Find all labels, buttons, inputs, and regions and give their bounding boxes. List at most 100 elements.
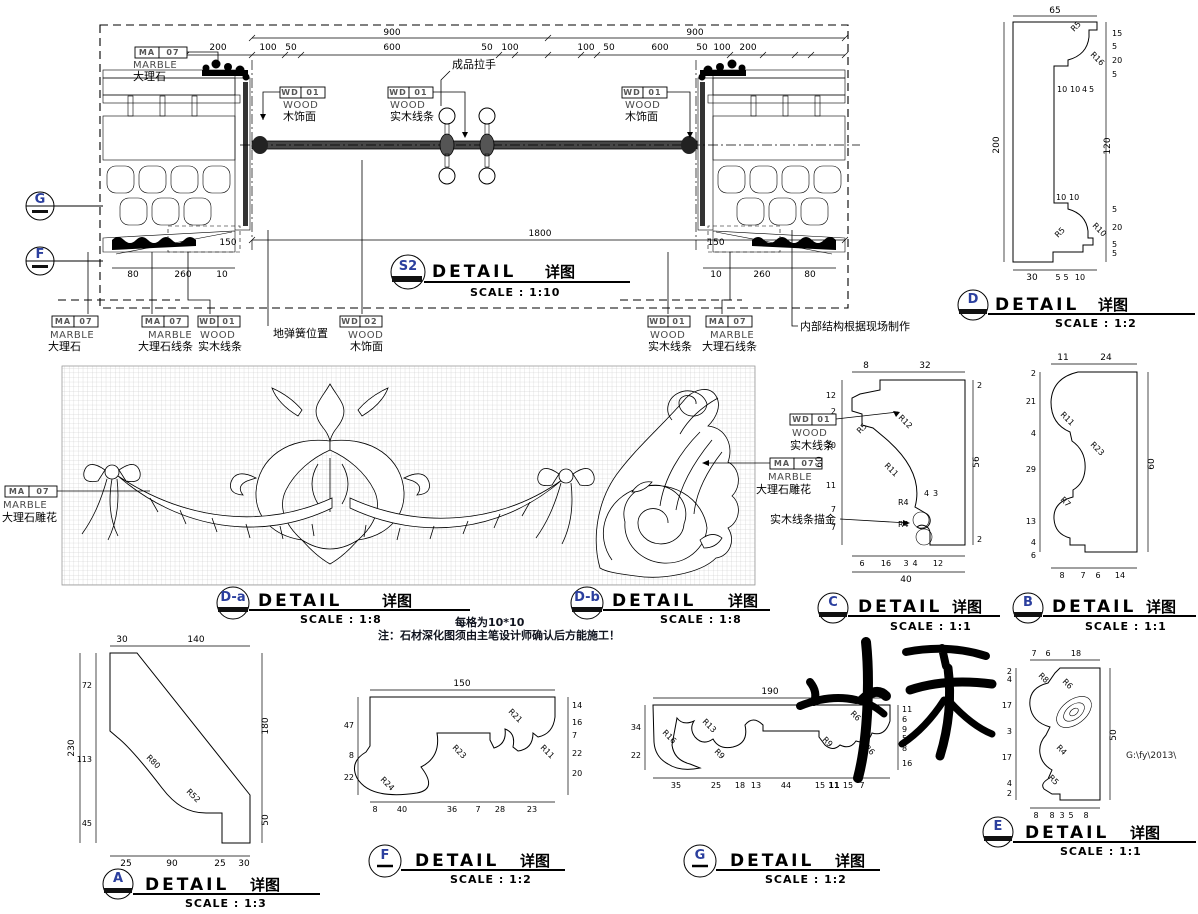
- svg-text:10: 10: [1070, 85, 1080, 94]
- svg-text:07: 07: [169, 317, 182, 326]
- svg-text:详图: 详图: [835, 852, 865, 870]
- svg-text:50: 50: [603, 43, 615, 53]
- svg-text:3: 3: [1007, 727, 1012, 736]
- svg-text:SCALE : 1:8: SCALE : 1:8: [660, 613, 742, 626]
- svg-text:详图: 详图: [382, 592, 412, 610]
- svg-text:07: 07: [79, 317, 92, 326]
- svg-text:10: 10: [1056, 193, 1066, 202]
- svg-text:9: 9: [902, 725, 907, 734]
- detail-g-title: G DETAIL 详图 SCALE : 1:2: [683, 844, 880, 886]
- svg-text:07: 07: [166, 48, 179, 57]
- dim: 900: [383, 28, 400, 38]
- detail-g-drawing: 190 34 22 11 6 9 5 8 16 35 25 18 13 44 1…: [631, 687, 912, 886]
- detail-c-title: C DETAIL 详图 SCALE : 1:1: [817, 592, 1000, 633]
- svg-text:MA: MA: [139, 48, 155, 57]
- svg-text:SCALE : 1:1: SCALE : 1:1: [1060, 845, 1142, 858]
- svg-text:DETAIL: DETAIL: [258, 591, 342, 611]
- svg-text:20: 20: [572, 769, 582, 778]
- svg-text:R24: R24: [379, 775, 397, 793]
- svg-text:R10: R10: [1091, 221, 1109, 239]
- svg-text:150: 150: [453, 679, 470, 689]
- svg-text:5: 5: [1068, 811, 1073, 820]
- detail-g-profile: [652, 704, 891, 770]
- construction-note: 注：石材深化图须由主笔设计师确认后方能施工！: [378, 628, 620, 642]
- svg-text:2: 2: [1007, 789, 1012, 798]
- svg-text:11: 11: [828, 781, 840, 790]
- svg-text:5: 5: [1112, 249, 1117, 258]
- svg-text:2: 2: [977, 535, 982, 544]
- panel-modules: [106, 165, 231, 226]
- tag-wood-panel-left: WD 01 WOOD 木饰面: [260, 86, 326, 123]
- svg-text:2: 2: [1007, 667, 1012, 676]
- svg-text:180: 180: [261, 717, 271, 734]
- tag-bottom-wood-trim2: WD 01 WOOD 实木线条: [647, 315, 692, 353]
- svg-text:R23: R23: [451, 743, 469, 761]
- svg-text:MARBLE: MARBLE: [768, 472, 812, 483]
- detail-e-burl: [1056, 696, 1092, 728]
- svg-text:6: 6: [1031, 551, 1036, 560]
- svg-text:实木线条: 实木线条: [390, 109, 434, 123]
- svg-text:MARBLE: MARBLE: [710, 330, 754, 341]
- svg-text:200: 200: [992, 136, 1002, 153]
- svg-text:8: 8: [902, 744, 907, 753]
- svg-text:50: 50: [261, 814, 271, 826]
- svg-text:21: 21: [1026, 397, 1036, 406]
- svg-text:11: 11: [1057, 353, 1068, 363]
- svg-text:01: 01: [306, 88, 319, 97]
- svg-text:8: 8: [863, 361, 869, 371]
- svg-text:50: 50: [1109, 729, 1119, 741]
- svg-text:SCALE : 1:2: SCALE : 1:2: [1055, 317, 1137, 330]
- svg-text:40: 40: [900, 575, 912, 585]
- svg-text:18: 18: [1071, 649, 1081, 658]
- svg-text:120: 120: [1103, 137, 1113, 154]
- svg-text:260: 260: [174, 270, 191, 280]
- label-floor-spring: 地弹簧位置: [273, 326, 328, 340]
- svg-text:4: 4: [924, 489, 929, 498]
- svg-text:R5: R5: [1047, 773, 1061, 787]
- svg-text:WOOD: WOOD: [348, 330, 383, 341]
- detail-e-drawing: 7 6 18 2 4 17 3 17 4 2 50 8 8 3 5 8 R8 R…: [982, 649, 1196, 858]
- svg-text:木饰面: 木饰面: [283, 109, 316, 123]
- svg-text:25: 25: [214, 859, 225, 869]
- tag-wood-panel-right: WD 01 WOOD 木饰面: [621, 86, 693, 138]
- tag-bottom-wood-trim: WD 01 WOOD 实木线条: [197, 315, 242, 353]
- svg-text:R12: R12: [897, 413, 915, 431]
- svg-text:R21: R21: [507, 707, 525, 725]
- svg-text:5: 5: [1089, 85, 1094, 94]
- svg-text:大理石: 大理石: [133, 69, 166, 83]
- svg-text:MA: MA: [9, 487, 25, 496]
- svg-text:大理石雕花: 大理石雕花: [756, 482, 811, 496]
- svg-text:65: 65: [1049, 6, 1060, 16]
- svg-text:R13: R13: [701, 717, 719, 735]
- svg-text:S2: S2: [399, 259, 417, 274]
- svg-text:成品拉手: 成品拉手: [452, 57, 496, 71]
- svg-text:80: 80: [804, 270, 816, 280]
- svg-text:5: 5: [1112, 205, 1117, 214]
- svg-text:2: 2: [977, 381, 982, 390]
- svg-text:100: 100: [713, 43, 730, 53]
- svg-text:5: 5: [1112, 42, 1117, 51]
- svg-text:E: E: [994, 819, 1003, 834]
- svg-text:113: 113: [77, 755, 92, 764]
- svg-text:详图: 详图: [545, 263, 575, 281]
- svg-text:R6: R6: [1061, 677, 1075, 691]
- svg-text:45: 45: [82, 819, 92, 828]
- svg-text:07: 07: [733, 317, 746, 326]
- svg-text:7: 7: [572, 731, 577, 740]
- svg-text:B: B: [1023, 595, 1033, 610]
- svg-text:DETAIL: DETAIL: [995, 295, 1079, 315]
- svg-text:SCALE : 1:1: SCALE : 1:1: [890, 620, 972, 633]
- svg-text:36: 36: [447, 805, 457, 814]
- svg-text:17: 17: [1002, 753, 1012, 762]
- svg-text:01: 01: [414, 88, 427, 97]
- svg-text:实木线条: 实木线条: [198, 339, 242, 353]
- tag-wood-trim-right: WD 01 WOOD 实木线条: [789, 411, 900, 452]
- svg-text:大理石线条: 大理石线条: [702, 339, 757, 353]
- detail-c-drawing: 8 32 12 2 20 11 7 7 60 2 56 2 6 16 3 4 1…: [815, 361, 1000, 633]
- svg-text:15: 15: [843, 781, 853, 790]
- ornament-panel: MA 07 MARBLE 大理石雕花 WD 01 WOOD 实木线条 MA 07…: [2, 365, 910, 642]
- svg-text:24: 24: [1100, 353, 1112, 363]
- svg-text:8: 8: [1059, 571, 1064, 580]
- detail-a-drawing: 30 140 72 113 45 230 180 50 25 90 25 30 …: [67, 635, 320, 910]
